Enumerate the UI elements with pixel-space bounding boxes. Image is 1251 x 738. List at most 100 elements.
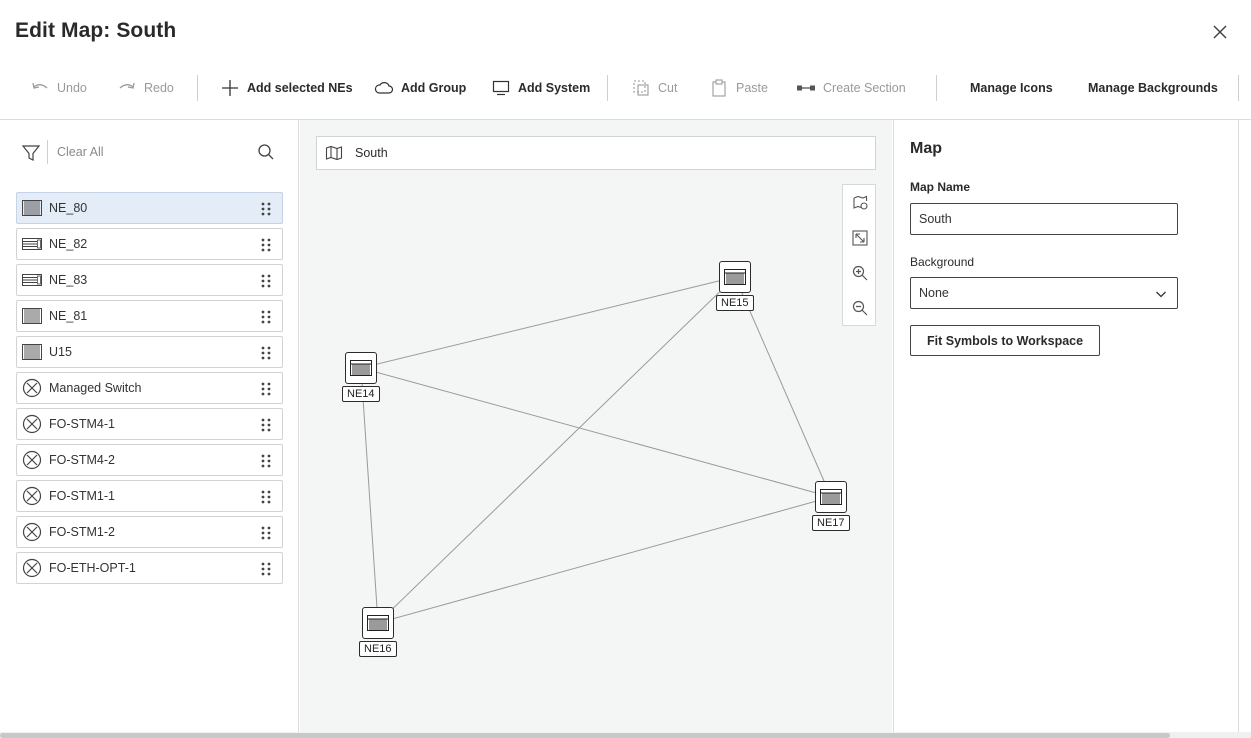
manage-icons-button[interactable]: Manage Icons <box>970 76 1053 100</box>
ne-list-item-label: NE_81 <box>49 309 88 323</box>
ne-list-item[interactable]: Managed Switch <box>16 372 283 404</box>
ne-list-item[interactable]: FO-STM1-1 <box>16 480 283 512</box>
fit-symbols-button[interactable]: Fit Symbols to Workspace <box>910 325 1101 356</box>
drag-handle-icon[interactable] <box>260 417 272 433</box>
drag-handle-icon[interactable] <box>260 525 272 541</box>
map-controls <box>842 184 876 326</box>
paste-button[interactable]: Paste <box>709 76 768 100</box>
drag-handle-icon[interactable] <box>260 489 272 505</box>
drag-handle-icon[interactable] <box>260 381 272 397</box>
map-node[interactable]: NE15 <box>716 261 754 311</box>
ne-list-item-label: NE_80 <box>49 201 88 215</box>
manage-backgrounds-label: Manage Backgrounds <box>1088 81 1218 95</box>
undo-button[interactable]: Undo <box>30 76 87 100</box>
shelf-icon <box>21 234 43 254</box>
redo-icon <box>117 78 137 98</box>
map-name-label: Map Name <box>910 180 971 194</box>
manage-backgrounds-button[interactable]: Manage Backgrounds <box>1088 76 1218 100</box>
undo-label: Undo <box>57 81 87 95</box>
ne-list-item[interactable]: NE_80 <box>16 192 283 224</box>
toolbar: Undo Redo Add selected NEs Add Group A <box>0 62 1251 114</box>
ne-list-item[interactable]: NE_82 <box>16 228 283 260</box>
unknown-device-icon <box>21 450 43 470</box>
unknown-device-icon <box>21 378 43 398</box>
unknown-device-icon <box>21 486 43 506</box>
create-section-button[interactable]: Create Section <box>796 76 906 100</box>
map-name-input[interactable] <box>910 203 1178 235</box>
ne-list-item[interactable]: FO-STM4-2 <box>16 444 283 476</box>
cut-button[interactable]: Cut <box>631 76 677 100</box>
map-link[interactable] <box>360 367 379 624</box>
map-node[interactable]: NE17 <box>812 481 850 531</box>
drag-handle-icon[interactable] <box>260 273 272 289</box>
ne-list-item[interactable]: FO-STM4-1 <box>16 408 283 440</box>
ne-list-item-label: FO-STM4-1 <box>49 417 115 431</box>
drag-handle-icon[interactable] <box>260 345 272 361</box>
map-link[interactable] <box>360 367 832 498</box>
cut-label: Cut <box>658 81 678 95</box>
create-section-label: Create Section <box>823 81 906 95</box>
plus-icon <box>220 78 240 98</box>
map-node-label: NE14 <box>342 386 380 402</box>
paste-label: Paste <box>736 81 768 95</box>
map-link[interactable] <box>377 496 832 624</box>
add-group-button[interactable]: Add Group <box>374 76 466 100</box>
cut-icon <box>631 78 651 98</box>
drag-handle-icon[interactable] <box>260 237 272 253</box>
filter-bar: Clear All <box>0 120 299 184</box>
rack-icon <box>21 342 43 362</box>
network-element-icon <box>362 607 394 639</box>
toolbar-divider <box>607 75 608 101</box>
ne-list-item[interactable]: FO-STM1-2 <box>16 516 283 548</box>
map-node[interactable]: NE14 <box>342 352 380 402</box>
toolbar-divider <box>197 75 198 101</box>
search-icon[interactable] <box>256 142 276 162</box>
map-breadcrumb: South <box>316 136 876 170</box>
map-node[interactable]: NE16 <box>359 607 397 657</box>
ne-list-item-label: FO-STM4-2 <box>49 453 115 467</box>
zoom-out-button[interactable] <box>850 298 870 318</box>
background-select[interactable]: None <box>910 277 1178 309</box>
undo-icon <box>30 78 50 98</box>
rack-icon <box>21 306 43 326</box>
reset-view-button[interactable] <box>850 193 870 213</box>
unknown-device-icon <box>21 522 43 542</box>
drag-handle-icon[interactable] <box>260 201 272 217</box>
ne-list-item-label: U15 <box>49 345 72 359</box>
add-system-button[interactable]: Add System <box>491 76 590 100</box>
clear-all-link[interactable]: Clear All <box>57 145 104 159</box>
add-group-label: Add Group <box>401 81 467 95</box>
map-node-label: NE15 <box>716 295 754 311</box>
zoom-in-button[interactable] <box>850 263 870 283</box>
ne-list-item[interactable]: NE_83 <box>16 264 283 296</box>
drag-handle-icon[interactable] <box>260 561 272 577</box>
chevron-down-icon <box>1156 291 1166 298</box>
add-selected-nes-button[interactable]: Add selected NEs <box>220 76 353 100</box>
redo-button[interactable]: Redo <box>117 76 174 100</box>
ne-list-item[interactable]: NE_81 <box>16 300 283 332</box>
filter-icon[interactable] <box>21 143 41 163</box>
network-element-icon <box>815 481 847 513</box>
map-link[interactable] <box>377 276 736 624</box>
clipboard-icon <box>709 78 729 98</box>
horizontal-scrollbar-thumb[interactable] <box>0 733 1170 738</box>
close-button[interactable] <box>1206 18 1234 46</box>
ne-list-item-label: FO-STM1-1 <box>49 489 115 503</box>
properties-title: Map <box>910 140 942 157</box>
map-properties-panel: Map Map Name Background None Fit Symbols… <box>893 120 1239 738</box>
toolbar-divider <box>936 75 937 101</box>
map-link[interactable] <box>734 276 832 498</box>
drag-handle-icon[interactable] <box>260 309 272 325</box>
drag-handle-icon[interactable] <box>260 453 272 469</box>
ne-list-item[interactable]: U15 <box>16 336 283 368</box>
ne-list-item[interactable]: FO-ETH-OPT-1 <box>16 552 283 584</box>
map-reset-icon <box>853 195 868 210</box>
fit-to-screen-button[interactable] <box>850 228 870 248</box>
manage-icons-label: Manage Icons <box>970 81 1053 95</box>
map-link[interactable] <box>360 276 736 369</box>
section-icon <box>796 78 816 98</box>
map-breadcrumb-label: South <box>355 146 388 160</box>
shelf-icon <box>21 270 43 290</box>
